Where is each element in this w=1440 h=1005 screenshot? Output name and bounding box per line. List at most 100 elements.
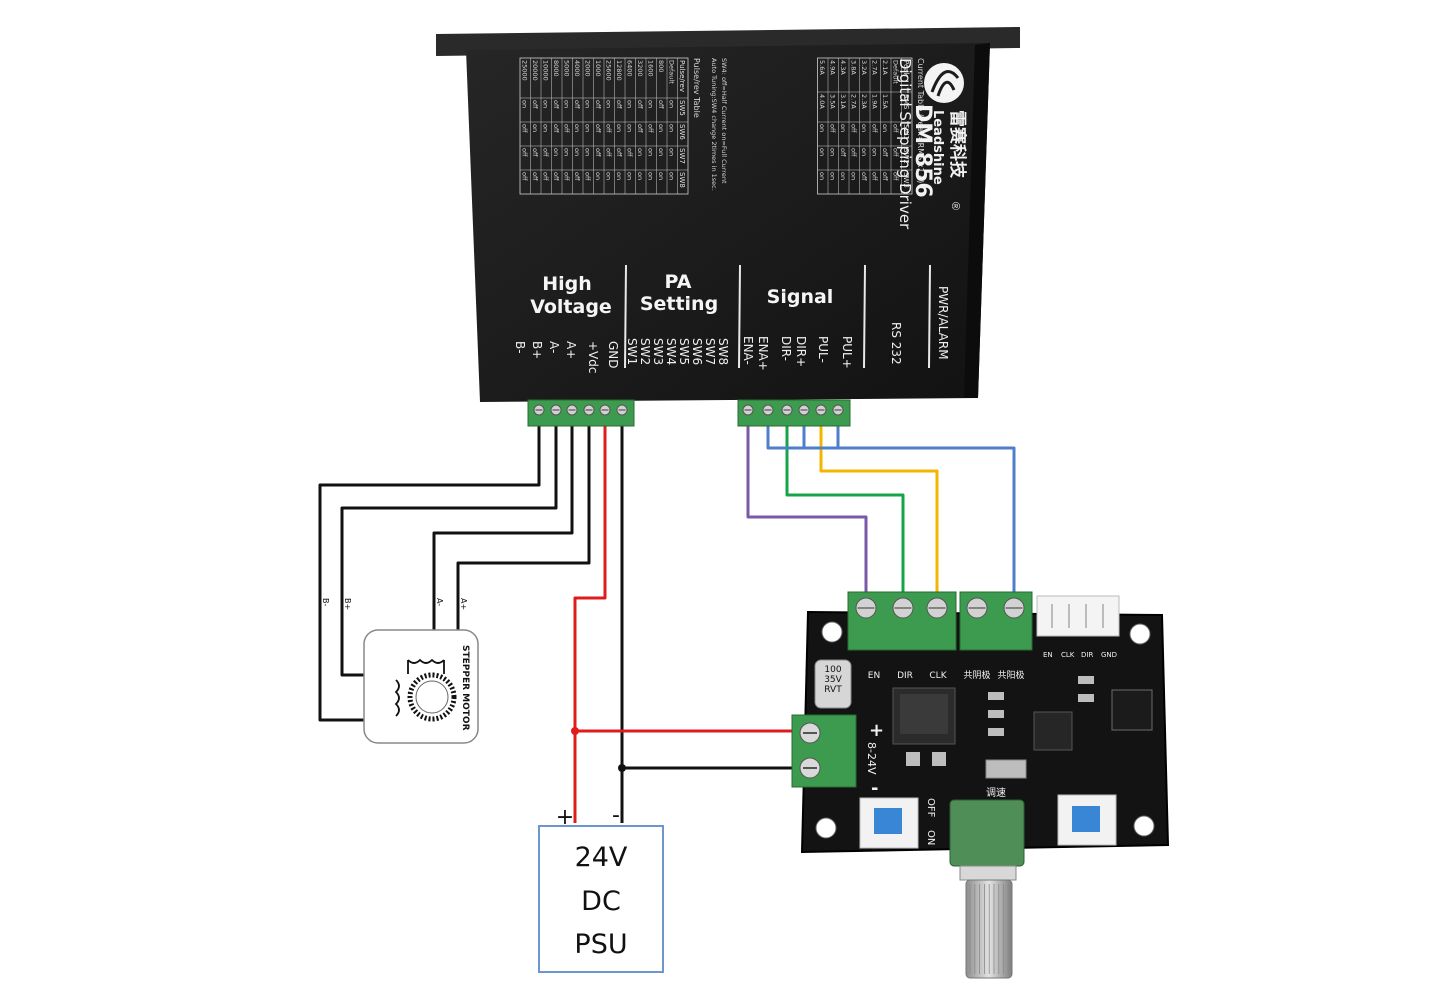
table-cell: on bbox=[636, 172, 644, 180]
table-cell: 2.7A bbox=[850, 94, 858, 109]
table-cell: off bbox=[892, 124, 900, 133]
wire-motor-a-plus bbox=[456, 420, 591, 652]
table-cell: on bbox=[829, 172, 837, 180]
wire-dir-green bbox=[785, 420, 905, 597]
table-cell: 3200 bbox=[636, 60, 644, 77]
smd-diode-1 bbox=[906, 752, 920, 766]
table-cell: on bbox=[552, 148, 560, 156]
pin-header bbox=[1111, 689, 1153, 731]
table-cell: off bbox=[552, 172, 560, 181]
high-voltage-line-1: High bbox=[542, 273, 592, 295]
table-cell: off bbox=[860, 172, 868, 181]
supply-voltage-label: 8-24V bbox=[865, 742, 878, 775]
divider-4 bbox=[928, 264, 931, 369]
table-cell: off bbox=[573, 100, 581, 109]
table-cell: off bbox=[605, 124, 613, 133]
power-switch[interactable] bbox=[859, 797, 919, 849]
table-cell: 4.0A bbox=[818, 94, 826, 109]
pin-label: B+ bbox=[530, 341, 544, 359]
mode-switch[interactable] bbox=[1057, 794, 1117, 846]
table-cell: 2.1A bbox=[881, 60, 889, 75]
pot-body bbox=[949, 799, 1025, 867]
terminal-label: DIR bbox=[897, 671, 913, 681]
pin-label: A+ bbox=[564, 341, 578, 359]
table-cell: off bbox=[615, 148, 623, 157]
table-cell: on bbox=[829, 148, 837, 156]
table-cell: 4000 bbox=[573, 60, 581, 77]
capacitor-line-2: 35V bbox=[824, 675, 842, 685]
table-cell: 1600 bbox=[647, 60, 655, 77]
table-cell: off bbox=[594, 100, 602, 109]
wire-motor-b-plus bbox=[340, 420, 558, 677]
table-cell: on bbox=[860, 124, 868, 132]
wire-motor-b-minus bbox=[318, 420, 541, 722]
pot-collar bbox=[959, 865, 1017, 881]
table-cell: 3.1A bbox=[839, 94, 847, 109]
smd-diode-2 bbox=[932, 752, 946, 766]
signal-terminal-body bbox=[737, 399, 851, 427]
table-cell: 25600 bbox=[605, 60, 613, 81]
pin-label: A- bbox=[547, 341, 561, 353]
table-cell: 12800 bbox=[615, 60, 623, 81]
table-cell: off bbox=[881, 148, 889, 157]
table-cell: on bbox=[531, 124, 539, 132]
power-switch-button[interactable] bbox=[874, 808, 902, 834]
capacitor-line-3: RVT bbox=[824, 685, 842, 695]
hv-terminal-block bbox=[527, 399, 635, 427]
table-cell: on bbox=[584, 124, 592, 132]
table-cell: 3.5A bbox=[829, 94, 837, 109]
table-cell: 10000 bbox=[542, 60, 550, 81]
switch-note: Auto Tuning:SW4 change 2times in 1sec. bbox=[710, 58, 718, 191]
table-cell: on bbox=[647, 100, 655, 108]
high-voltage-line-2: Voltage bbox=[530, 296, 612, 318]
table-cell: on bbox=[839, 124, 847, 132]
mount-hole-tr bbox=[1129, 623, 1151, 645]
switch-on-label: ON bbox=[925, 830, 936, 845]
table-cell: off bbox=[531, 148, 539, 157]
table-cell: on bbox=[605, 172, 613, 180]
jst-connector bbox=[1036, 595, 1120, 637]
terminal-label: CLK bbox=[929, 671, 947, 681]
psu-box bbox=[538, 825, 664, 973]
table-cell: on bbox=[839, 172, 847, 180]
table-cell: Default bbox=[892, 60, 900, 84]
capacitor-line-1: 100 bbox=[824, 665, 841, 675]
microcontroller-ic bbox=[1033, 711, 1073, 751]
table-cell: off bbox=[552, 124, 560, 133]
table-frame bbox=[817, 57, 913, 195]
logo-swoosh-icon bbox=[930, 70, 960, 97]
table-cell: off bbox=[871, 172, 879, 181]
table-cell: 20000 bbox=[531, 60, 539, 81]
driver-body-edge bbox=[964, 43, 990, 398]
table-cell: on bbox=[668, 148, 676, 156]
table-cell: on bbox=[860, 148, 868, 156]
section-headings: High Voltage PA Setting Signal bbox=[530, 271, 833, 318]
table-cell: 2.3A bbox=[860, 94, 868, 109]
mode-switch-button[interactable] bbox=[1072, 806, 1100, 832]
coil-b-icon bbox=[394, 679, 400, 717]
table-cell: off bbox=[615, 100, 623, 109]
speed-potentiometer[interactable] bbox=[949, 799, 1025, 979]
table-cell: off bbox=[839, 148, 847, 157]
pin-label: SW2 bbox=[638, 338, 652, 365]
pwr-alarm-label: PWR/ALARM bbox=[936, 286, 950, 360]
table-cell: on bbox=[657, 148, 665, 156]
motor-lead-label: B+ bbox=[343, 598, 352, 610]
driver-body bbox=[466, 43, 990, 402]
pin-label: ENA- bbox=[741, 336, 755, 365]
table-cell: on bbox=[668, 124, 676, 132]
table-cell: on bbox=[647, 148, 655, 156]
pin-label: SW3 bbox=[651, 338, 665, 365]
table-cell: off bbox=[647, 124, 655, 133]
driver-branding: 雷赛科技 Leadshine ® Digital Stepping Driver… bbox=[896, 58, 968, 230]
connector-label: GND bbox=[1101, 651, 1117, 659]
table-cell: 3.8A bbox=[850, 60, 858, 75]
switch-notes: SW4: off=Half Current on=Full CurrentAut… bbox=[710, 58, 728, 191]
table-header-cell: Peak bbox=[902, 60, 910, 78]
pin-label: SW5 bbox=[677, 338, 691, 365]
terminal-label: 共阴极 bbox=[963, 669, 990, 681]
table-cell: on bbox=[573, 148, 581, 156]
mount-hole-tl bbox=[821, 621, 843, 643]
